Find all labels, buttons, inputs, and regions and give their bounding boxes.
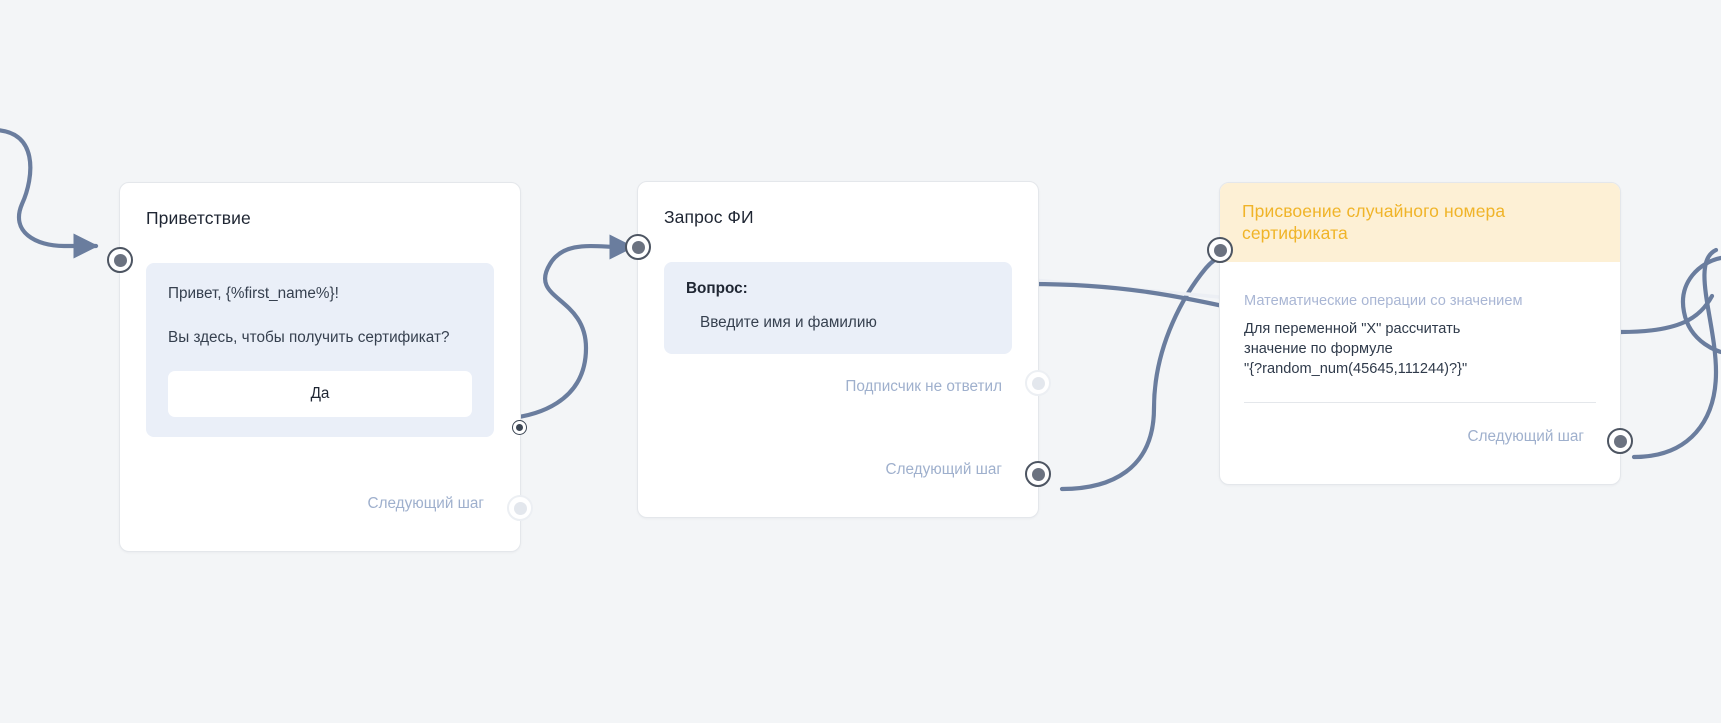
no-reply-port[interactable]: [1025, 370, 1051, 396]
node-greeting[interactable]: Приветствие Привет, {%first_name%}! Вы з…: [107, 182, 533, 552]
node-ask-name[interactable]: Запрос ФИ Вопрос: Введите имя и фамилию …: [625, 181, 1051, 518]
next-step-port[interactable]: [1607, 428, 1633, 454]
footer-next-step-label: Следующий шаг: [1467, 428, 1584, 445]
next-step-port[interactable]: [507, 495, 533, 521]
input-port[interactable]: [1207, 237, 1233, 263]
message-line-2: Вы здесь, чтобы получить сертификат?: [168, 328, 450, 346]
edge-incoming-to-greeting: [0, 128, 99, 259]
reply-button-yes[interactable]: Да: [168, 371, 472, 418]
next-step-port[interactable]: [1025, 461, 1051, 487]
footer-next-step-label: Следующий шаг: [367, 495, 484, 512]
node-random-cert-number[interactable]: Присвоение случайного номера сертификата…: [1207, 182, 1633, 485]
node-body: Вопрос: Введите имя и фамилию: [638, 261, 1038, 354]
reply-port-yes[interactable]: [512, 420, 527, 435]
no-reply-row[interactable]: Подписчик не ответил: [638, 378, 1002, 396]
edge-random-to-next: [1631, 247, 1719, 460]
footer-next-step[interactable]: Следующий шаг: [638, 461, 1002, 479]
node-title: Присвоение случайного номера сертификата: [1220, 183, 1620, 262]
footer-next-step[interactable]: Следующий шаг: [120, 495, 484, 513]
input-port[interactable]: [107, 247, 133, 273]
input-port[interactable]: [625, 234, 651, 260]
footer-next-step-label: Следующий шаг: [885, 461, 1002, 478]
question-bubble[interactable]: Вопрос: Введите имя и фамилию: [664, 261, 1012, 354]
question-label: Вопрос:: [686, 279, 748, 297]
plugin-description: Для переменной "X" рассчитать значение п…: [1244, 321, 1468, 377]
node-body: Привет, {%first_name%}! Вы здесь, чтобы …: [120, 262, 520, 438]
divider: [1244, 401, 1596, 403]
node-body: Математические операции со значением Для…: [1220, 292, 1620, 403]
node-title: Запрос ФИ: [664, 207, 754, 227]
reply-button-label: Да: [310, 385, 330, 403]
question-value: Введите имя и фамилию: [700, 313, 877, 331]
message-line-1: Привет, {%first_name%}!: [168, 284, 339, 302]
plugin-kind-label: Математические операции со значением: [1244, 292, 1523, 309]
message-bubble[interactable]: Привет, {%first_name%}! Вы здесь, чтобы …: [146, 262, 494, 438]
no-reply-label: Подписчик не ответил: [845, 378, 1002, 395]
footer-next-step[interactable]: Следующий шаг: [1220, 428, 1584, 446]
edge-offscreen-right-loop: [1680, 255, 1721, 355]
node-title: Приветствие: [146, 208, 251, 228]
